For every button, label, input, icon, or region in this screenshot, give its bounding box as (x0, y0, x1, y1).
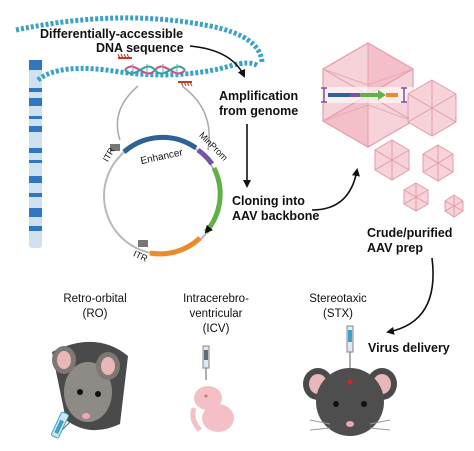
aav-prep-label-line1: Crude/purified (367, 226, 452, 240)
mouse-stereotaxic (303, 325, 397, 436)
insert-loop-left (116, 85, 139, 141)
dna-helix (124, 64, 186, 76)
primer-left (117, 53, 132, 59)
cloning-label-line1: Cloning into (232, 194, 305, 208)
arrow-to-virus (311, 168, 360, 211)
icv-label-line3: (ICV) (203, 323, 230, 335)
aav-capsid-mid-right (422, 144, 454, 182)
itr-bottom-label: ITR (132, 248, 150, 263)
amplification-label-line2: from genome (219, 104, 298, 118)
dna-label-line2: DNA sequence (96, 41, 184, 55)
dna-label-line1: Differentially-accessible (40, 27, 183, 41)
chromosome (29, 60, 42, 248)
icv-label-line2: ventricular (189, 308, 242, 320)
transgene-green-segment (204, 166, 223, 234)
insert-loop-right (181, 85, 210, 151)
icv-label-line1: Intracerebro- (183, 293, 249, 305)
aav-capsid-mid-left (374, 139, 410, 181)
enhancer-segment (122, 134, 198, 154)
arrow-to-delivery (386, 257, 434, 335)
enhancer-label: Enhancer (140, 147, 185, 167)
aav-capsid-large (321, 42, 414, 148)
mouse-retro-orbital (51, 341, 128, 439)
pup-intracerebroventricular (190, 345, 234, 432)
itr-bottom-box (138, 240, 148, 247)
dna-strand-upper (15, 15, 265, 63)
stx-label-line1: Stereotaxic (309, 293, 367, 305)
arrow-to-amplification (189, 45, 246, 78)
aav-capsid-right-top (407, 79, 457, 137)
transgene-orange-segment (149, 236, 202, 257)
cloning-label-line2: AAV backbone (232, 209, 319, 223)
minprom-label: MinProm (197, 130, 230, 163)
ro-label-line2: (RO) (83, 308, 108, 320)
aav-capsid-small (403, 182, 429, 212)
ro-label-line1: Retro-orbital (63, 293, 126, 305)
itr-left-box (110, 144, 120, 151)
aav-capsid-tiny (444, 194, 464, 218)
aav-prep-label-line2: AAV prep (367, 241, 423, 255)
stx-label-line2: (STX) (323, 308, 353, 320)
plasmid: ITR ITR Enhancer MinProm (101, 130, 230, 264)
virus-delivery-label: Virus delivery (368, 341, 450, 355)
dna-strand-lower (36, 60, 260, 83)
primer-right (178, 81, 193, 87)
minprom-segment (196, 147, 215, 166)
amplification-label-line1: Amplification (219, 89, 298, 103)
